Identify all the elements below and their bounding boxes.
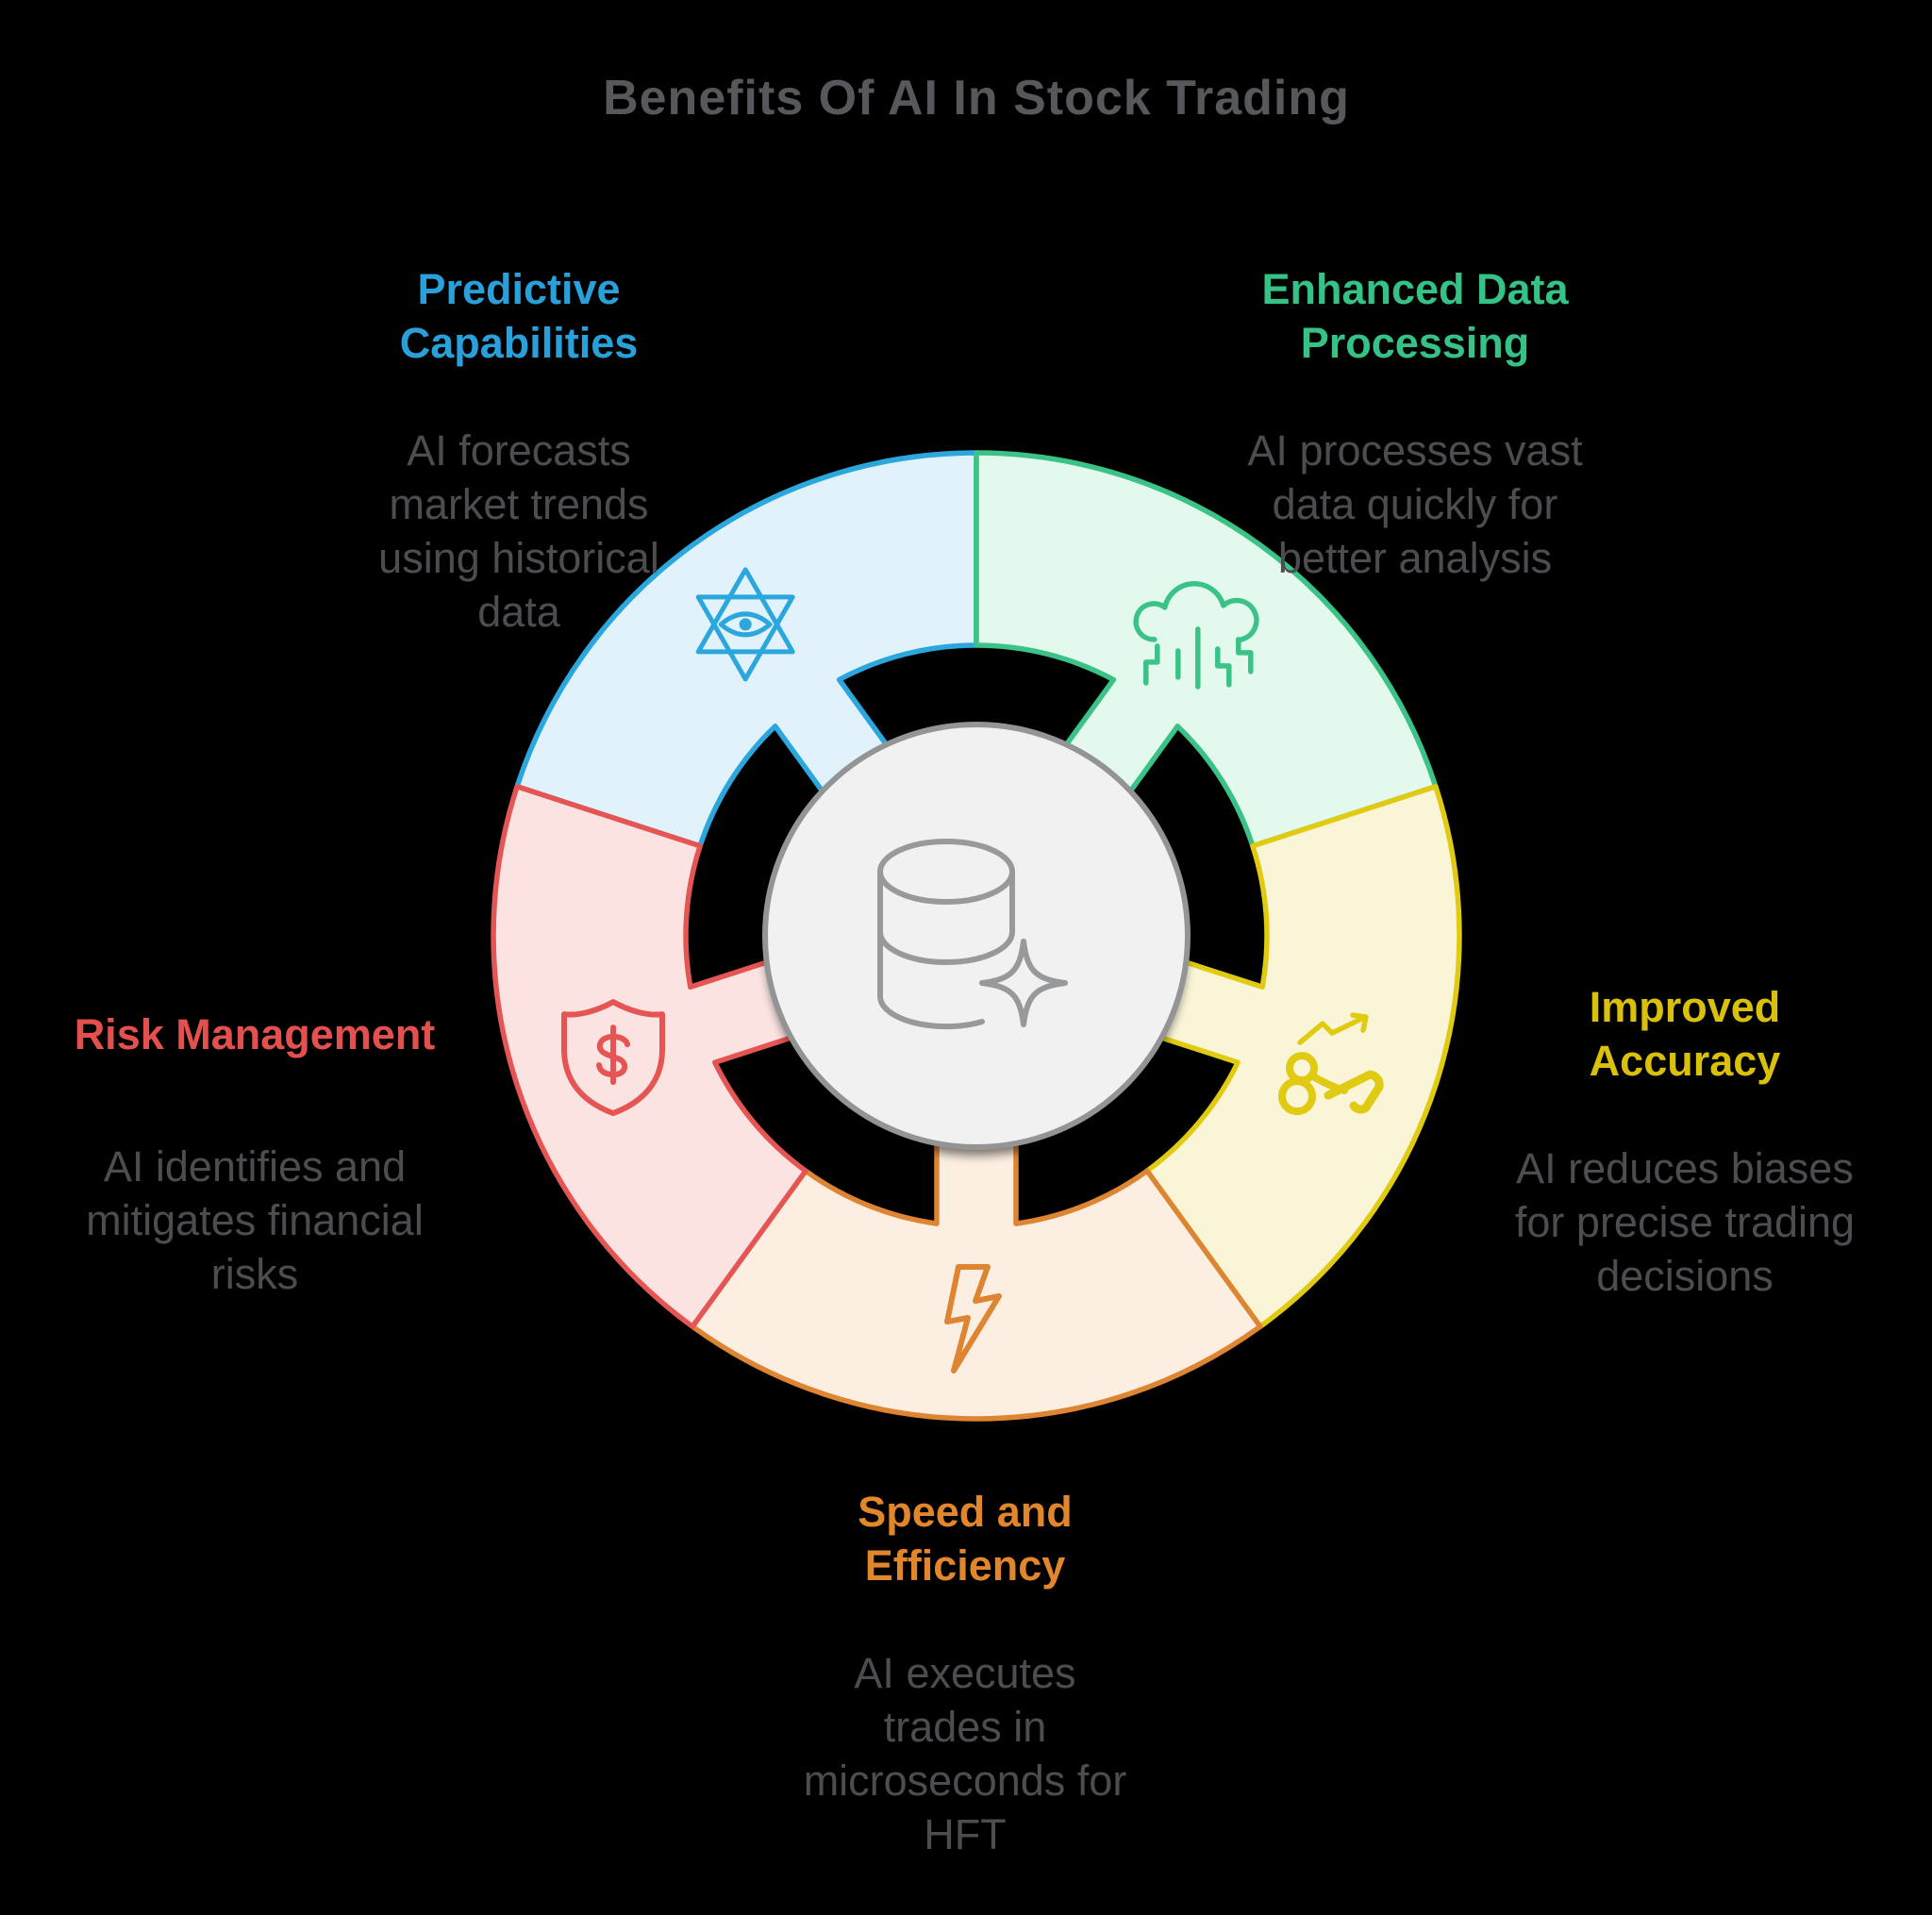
segment-shape — [491, 784, 808, 1329]
block-heading: Risk Management — [74, 1010, 436, 1058]
benefits-wheel — [491, 450, 1462, 1422]
segment-shape — [690, 1129, 1263, 1422]
block-body: AI processes vast data quickly for bette… — [1247, 426, 1583, 582]
block-heading: Enhanced Data Processing — [1261, 265, 1569, 367]
sparkle-icon — [979, 939, 1068, 1027]
label-block-risk-management: Risk Management AI identifies and mitiga… — [0, 954, 547, 1355]
block-body: AI identifies and mitigates financial ri… — [86, 1142, 424, 1298]
block-heading: Speed and Efficiency — [858, 1488, 1073, 1590]
block-body: AI forecasts market trends using histori… — [378, 426, 659, 636]
block-heading: Predictive Capabilities — [399, 265, 639, 367]
segment-shape — [974, 450, 1439, 849]
label-block-enhanced-data-processing: Enhanced Data Processing AI processes va… — [1123, 208, 1707, 639]
label-block-speed-and-efficiency: Speed and Efficiency AI executes trades … — [673, 1431, 1257, 1915]
lightning-icon — [944, 1264, 1002, 1374]
block-heading: Improved Accuracy — [1589, 983, 1781, 1085]
star-eye-icon — [695, 567, 795, 682]
segment-enhanced-data-processing — [974, 450, 1439, 849]
cloud-circuit-icon — [1133, 581, 1259, 690]
infographic-canvas: Benefits Of AI In Stock Trading Predicti… — [0, 71, 1932, 1858]
segment-risk-management — [491, 784, 808, 1329]
infographic-title: Benefits Of AI In Stock Trading — [603, 71, 1350, 125]
segment-speed-and-efficiency — [690, 1129, 1263, 1422]
segment-improved-accuracy — [1144, 784, 1462, 1329]
scribble-arrow-icon — [1278, 1012, 1384, 1116]
hub-circle — [762, 722, 1191, 1150]
label-block-predictive-capabilities: Predictive Capabilities AI forecasts mar… — [226, 208, 811, 692]
shield-dollar-icon — [561, 999, 665, 1117]
block-body: AI executes trades in microseconds for H… — [803, 1649, 1127, 1858]
database-icon — [876, 839, 1015, 1030]
block-body: AI reduces biases for precise trading de… — [1514, 1144, 1856, 1300]
label-block-improved-accuracy: Improved Accuracy AI reduces biases for … — [1392, 926, 1932, 1357]
